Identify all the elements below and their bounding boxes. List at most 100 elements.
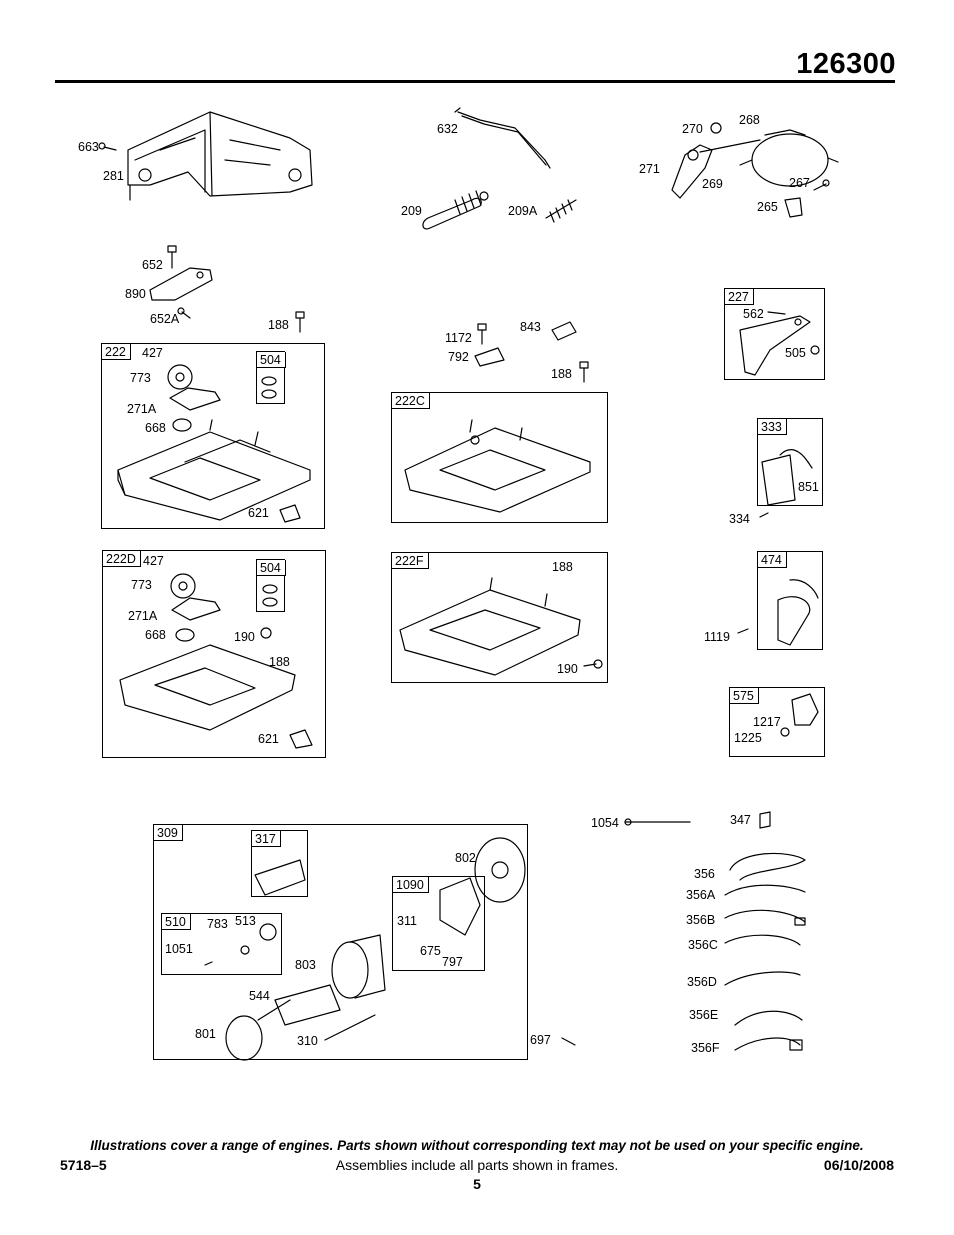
frame-label: 222F [392,553,429,569]
frame-label: 309 [154,825,183,841]
part-number: 427 [143,554,164,568]
part-number: 1225 [734,731,762,745]
part-number: 773 [130,371,151,385]
document-number: 5718–5 [60,1157,107,1173]
part-number: 802 [455,851,476,865]
part-number: 668 [145,628,166,642]
bolt-1172-drawing [477,323,487,345]
part-number: 843 [520,320,541,334]
switch-575-drawing [780,693,819,737]
starter-309-drawing [204,837,526,1061]
bolt-188-a-drawing [295,311,305,333]
frame-label: 222D [103,551,141,567]
part-number: 697 [530,1033,551,1047]
screw-1119-drawing [737,628,749,634]
frame-label: 317 [252,831,281,847]
bolt-188-b-drawing [579,361,589,383]
part-number: 356B [686,913,716,927]
frame-222C: 222C [391,392,608,523]
part-number: 652 [142,258,163,272]
frame-504: 504 [256,351,286,404]
tie-1054-drawing [624,818,691,826]
screw-267-drawing [813,179,830,191]
frame-label: 227 [725,289,754,305]
clip-621-b-drawing [289,729,313,749]
part-number: 783 [207,917,228,931]
frame-label: 510 [162,914,191,930]
frame-317: 317 [251,830,308,897]
part-number: 513 [235,914,256,928]
part-number: 188 [551,367,572,381]
part-number: 334 [729,512,750,526]
base-plate-222D-drawing [119,573,296,731]
part-number: 271A [128,609,158,623]
frame-label: 504 [257,352,286,368]
part-number: 427 [142,346,163,360]
part-number: 675 [420,944,441,958]
part-number: 797 [442,955,463,969]
part-number: 1054 [591,816,619,830]
bracket-281-drawing [127,111,313,201]
part-number: 544 [249,989,270,1003]
nut-270-drawing [710,122,722,134]
part-number: 270 [682,122,703,136]
part-number: 1217 [753,715,781,729]
part-number: 190 [234,630,255,644]
cover-843-drawing [551,321,577,341]
screw-663-drawing [98,142,117,151]
bracket-890-drawing [149,267,213,301]
clip-265-drawing [784,197,803,218]
part-number: 356F [691,1041,720,1055]
part-number: 267 [789,176,810,190]
harness-356F-drawing [734,1037,803,1051]
part-number: 356D [687,975,717,989]
part-number: 621 [258,732,279,746]
part-number: 209 [401,204,422,218]
frame-label: 1090 [393,877,429,893]
part-number: 890 [125,287,146,301]
assemblies-note: Assemblies include all parts shown in fr… [335,1157,619,1173]
part-number: 356 [694,867,715,881]
frame-label: 333 [758,419,787,435]
frame-222D: 222D [102,550,326,758]
harness-356B-drawing [724,909,806,926]
frame-label: 504 [257,560,286,576]
part-number: 801 [195,1027,216,1041]
part-number: 188 [269,655,290,669]
harness-356A-drawing [724,884,806,896]
page-number: 5 [473,1176,481,1192]
part-number: 621 [248,506,269,520]
base-plate-222F-drawing [399,577,581,676]
spring-209-drawing [422,190,489,230]
frame-510: 510 [161,913,282,975]
coil-474-drawing [777,579,819,646]
frame-474: 474 [757,551,823,650]
part-number: 792 [448,350,469,364]
header-rule [55,80,895,83]
washer-504-b-drawing [262,584,278,607]
part-number: 773 [131,578,152,592]
screw-697-drawing [561,1037,576,1046]
harness-356E-drawing [734,1010,803,1026]
part-number: 265 [757,200,778,214]
harness-356-drawing [729,852,806,881]
part-number: 190 [557,662,578,676]
bracket-792-drawing [474,347,505,367]
part-number: 652A [150,312,180,326]
part-number: 271A [127,402,157,416]
part-number: 356E [689,1008,719,1022]
cable-268-drawing [739,129,839,187]
document-date: 06/10/2008 [823,1157,894,1173]
part-number: 188 [268,318,289,332]
part-number: 188 [552,560,573,574]
frame-222: 222 [101,343,325,529]
part-number: 1119 [704,630,730,644]
frame-label: 474 [758,552,787,568]
part-number: 1051 [165,942,193,956]
frame-575: 575 [729,687,825,757]
part-number: 311 [397,914,417,928]
frame-label: 222C [392,393,430,409]
bolt-652-drawing [167,245,177,269]
lever-271-drawing [671,139,761,199]
